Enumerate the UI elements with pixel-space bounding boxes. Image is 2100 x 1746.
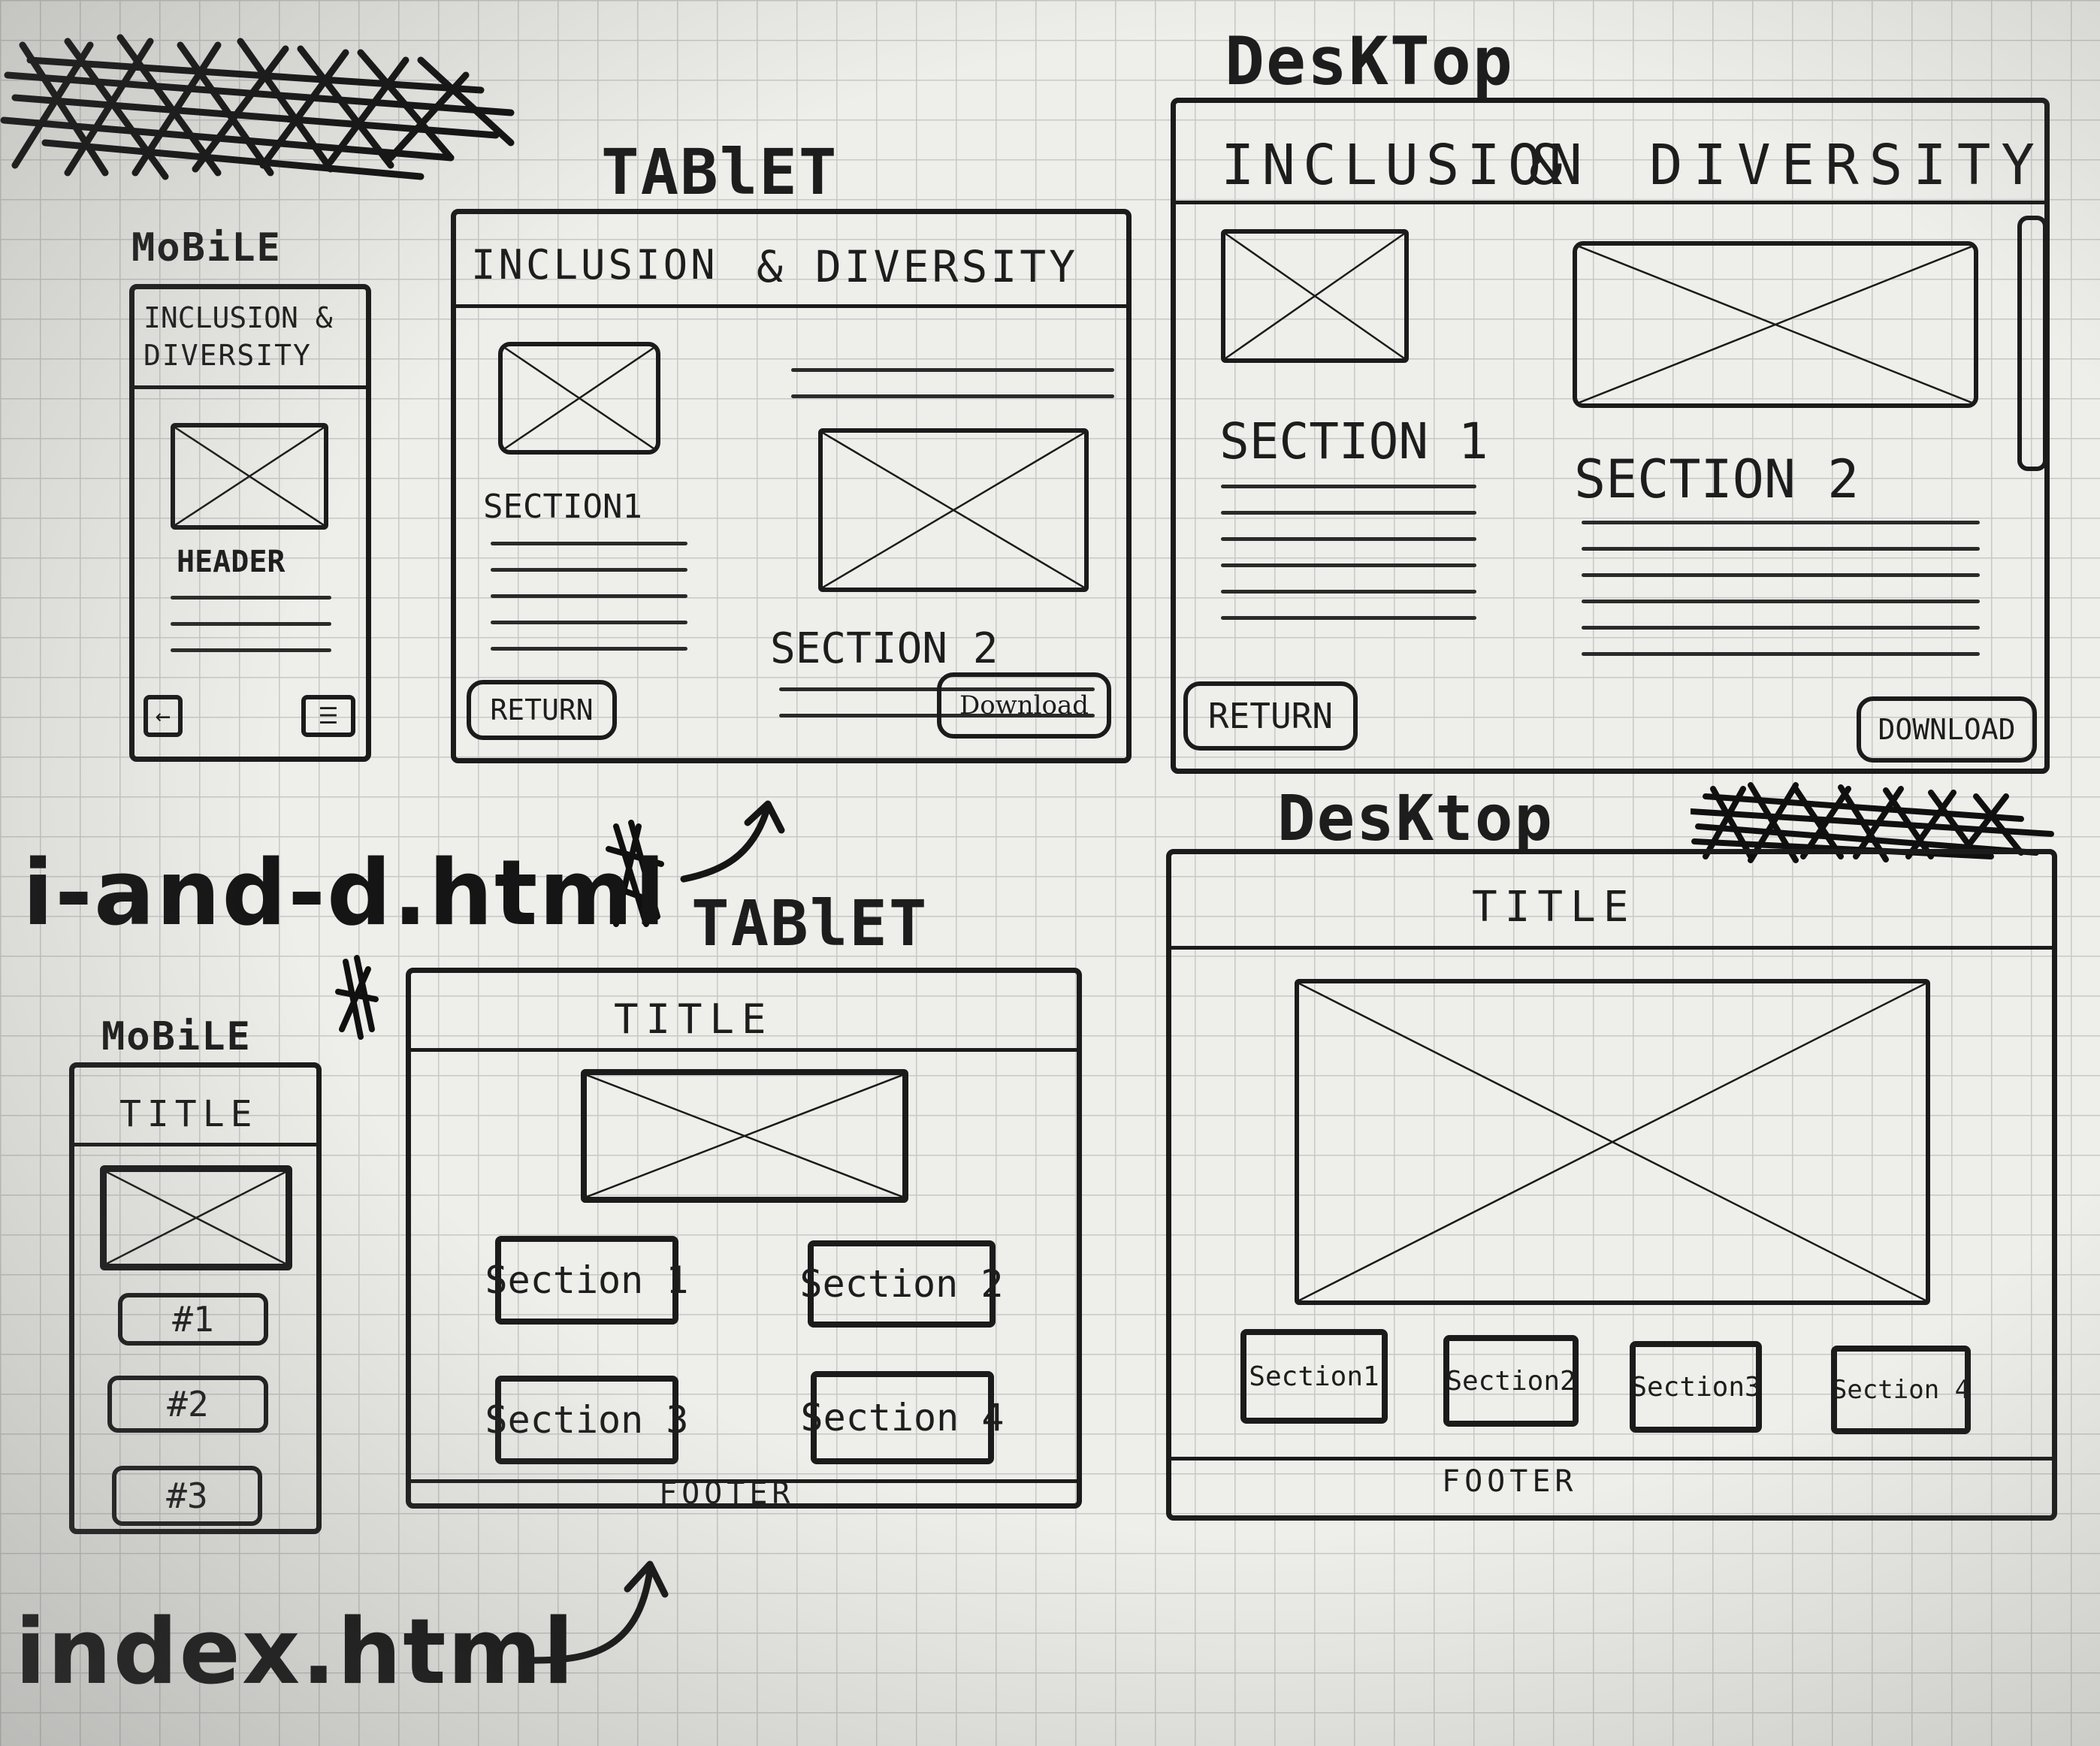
desktop-i-and-d-image-large	[1573, 241, 1978, 408]
mobile-index-item-1[interactable]: #1	[118, 1293, 268, 1346]
desktop-index-header: TITLE	[1171, 854, 2052, 950]
tablet-download-button[interactable]: Download	[937, 672, 1111, 739]
mobile-i-and-d-image-placeholder	[171, 423, 328, 530]
desktop-download-button[interactable]: DOWNLOAD	[1857, 696, 2037, 763]
scribble-top-right	[1691, 782, 2054, 863]
filename-index: index.html	[15, 1600, 576, 1705]
tablet-i-and-d-right-lines	[791, 368, 1114, 421]
mobile-index-header: TITLE	[74, 1068, 316, 1146]
desktop-i-and-d-title-amp: &	[1529, 133, 1566, 198]
tablet-i-and-d-frame: INCLUSION & DIVERSITY SECTION1 SECTION 2…	[451, 209, 1132, 763]
desktop-return-button[interactable]: RETURN	[1183, 681, 1358, 751]
tablet-i-and-d-section1-lines	[491, 542, 687, 673]
arrow-to-i-and-d-tablet-icon	[680, 800, 785, 883]
label-desktop-i-and-d: DesKTop	[1225, 23, 1514, 100]
arrow-to-index-tablet-icon	[530, 1560, 669, 1664]
mobile-i-and-d-text-lines	[171, 596, 331, 675]
scribble-blot-1	[606, 820, 664, 927]
mobile-i-and-d-header: INCLUSION & DIVERSITY	[134, 289, 366, 389]
label-mobile-index: MoBiLE	[101, 1014, 252, 1059]
desktop-index-section-3[interactable]: Section3	[1630, 1341, 1762, 1433]
desktop-index-footer: FOOTER	[1442, 1464, 1578, 1499]
desktop-scrollbar[interactable]	[2017, 216, 2047, 471]
mobile-index-item-3[interactable]: #3	[112, 1466, 262, 1526]
mobile-index-image-placeholder	[100, 1165, 292, 1270]
mobile-i-and-d-frame: INCLUSION & DIVERSITY HEADER ← ☰	[129, 284, 371, 762]
desktop-i-and-d-section1-heading: SECTION 1	[1219, 412, 1488, 470]
mobile-index-item-2[interactable]: #2	[107, 1376, 268, 1433]
tablet-index-section-3[interactable]: Section 3	[485, 1376, 688, 1464]
tablet-index-section-1[interactable]: Section 1	[485, 1236, 688, 1325]
label-desktop-index: DesKtop	[1277, 781, 1555, 855]
tablet-index-frame: TITLE Section 1 Section 2 Section 3 Sect…	[406, 968, 1082, 1511]
tablet-index-image-placeholder	[581, 1069, 908, 1203]
mobile-menu-button[interactable]: ☰	[301, 695, 355, 737]
scribble-blot-2	[335, 955, 379, 1040]
menu-icon: ☰	[318, 702, 339, 730]
desktop-index-title: TITLE	[1472, 883, 1636, 932]
desktop-i-and-d-frame: INCLUSION & DIVERSITY SECTION 1 SECTION …	[1171, 98, 2050, 774]
filename-i-and-d: i-and-d.html	[23, 841, 667, 946]
label-tablet-i-and-d: TABlET	[601, 135, 838, 209]
mobile-i-and-d-title-line1: INCLUSION &	[144, 301, 333, 334]
tablet-return-button[interactable]: RETURN	[467, 680, 617, 740]
mobile-index-title: TITLE	[119, 1093, 258, 1135]
scribble-top-left	[0, 34, 515, 180]
mobile-i-and-d-header-text: HEADER	[177, 545, 286, 579]
tablet-i-and-d-image-small	[498, 342, 660, 455]
desktop-i-and-d-header: INCLUSION & DIVERSITY	[1176, 103, 2044, 204]
tablet-index-footer: FOOTER	[659, 1476, 795, 1511]
desktop-index-frame: TITLE Section1 Section2 Section3 Section…	[1166, 849, 2057, 1521]
desktop-index-section-1[interactable]: Section1	[1240, 1329, 1388, 1424]
desktop-index-section-2[interactable]: Section2	[1443, 1335, 1579, 1427]
tablet-index-header: TITLE	[411, 973, 1077, 1052]
tablet-index-footer-divider	[411, 1479, 1077, 1483]
mobile-i-and-d-title-line2: DIVERSITY	[144, 339, 312, 372]
label-mobile-i-and-d: MoBiLE	[131, 225, 282, 270]
label-tablet-index: TABlET	[691, 887, 929, 960]
desktop-i-and-d-section2-heading: SECTION 2	[1574, 449, 1860, 510]
tablet-i-and-d-title-right: & DIVERSITY	[757, 241, 1079, 292]
desktop-i-and-d-title-right: DIVERSITY	[1649, 133, 2045, 198]
mobile-back-button[interactable]: ←	[144, 695, 183, 737]
desktop-i-and-d-section2-lines	[1582, 521, 1980, 678]
desktop-index-section-4[interactable]: Section 4	[1831, 1346, 1971, 1434]
desktop-i-and-d-section1-lines	[1221, 485, 1476, 642]
tablet-i-and-d-header: INCLUSION & DIVERSITY	[456, 214, 1126, 308]
tablet-i-and-d-section1-heading: SECTION1	[483, 488, 642, 526]
desktop-index-image-placeholder	[1295, 979, 1930, 1305]
desktop-index-footer-divider	[1171, 1457, 2052, 1461]
tablet-index-title: TITLE	[614, 995, 774, 1043]
tablet-i-and-d-image-large	[818, 428, 1089, 592]
mobile-index-frame: TITLE #1 #2 #3	[69, 1062, 322, 1534]
arrow-left-icon: ←	[155, 701, 171, 731]
tablet-i-and-d-section2-heading: SECTION 2	[770, 624, 999, 673]
desktop-i-and-d-image-small	[1221, 229, 1409, 363]
desktop-i-and-d-title-left: INCLUSION	[1221, 133, 1590, 198]
tablet-index-section-2[interactable]: Section 2	[800, 1240, 1003, 1328]
tablet-i-and-d-title-left: INCLUSION	[471, 241, 718, 288]
tablet-index-section-4[interactable]: Section 4	[801, 1371, 1004, 1464]
